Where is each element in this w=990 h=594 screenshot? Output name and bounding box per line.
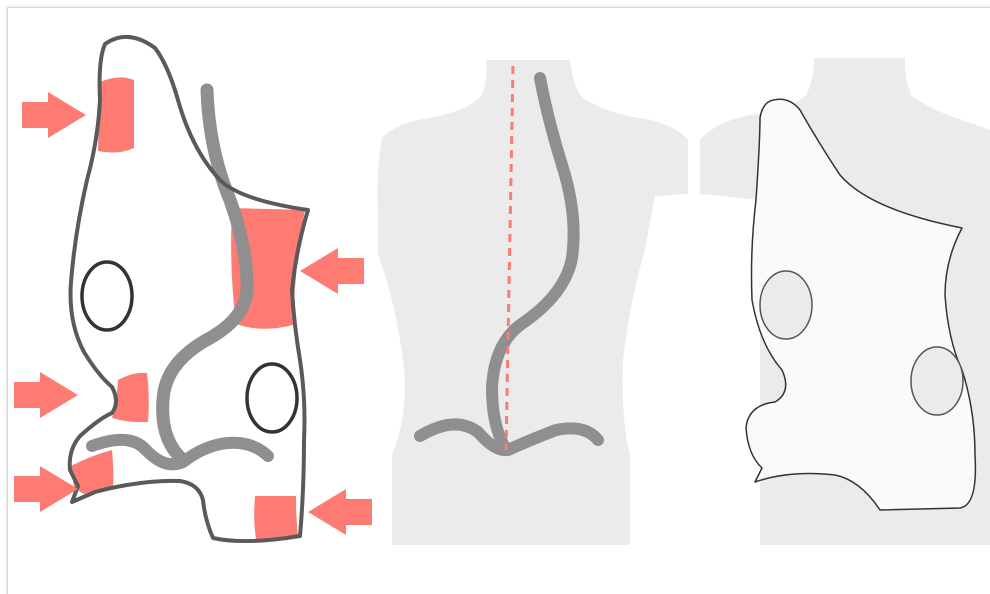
brace-opening-upper-left [82, 262, 132, 330]
arrow-right-icon [22, 92, 86, 138]
panel-torso-with-curved-spine [378, 60, 689, 545]
torso-silhouette-middle [378, 60, 689, 545]
arrow-right-icon [14, 466, 78, 512]
arrow-right-icon [14, 372, 78, 418]
panel-torso-wearing-brace [700, 58, 990, 545]
panel-brace-with-pressure-pads [14, 37, 372, 541]
brace-opening-lower-right [247, 364, 297, 432]
pressure-pad-upper-left [98, 77, 134, 152]
arrow-left-icon [308, 489, 372, 535]
arrow-left-icon [300, 248, 364, 294]
brace-opening-right [911, 347, 963, 415]
brace-opening-left [760, 271, 812, 339]
pressure-pad-lower-right-pelvis [254, 496, 298, 539]
